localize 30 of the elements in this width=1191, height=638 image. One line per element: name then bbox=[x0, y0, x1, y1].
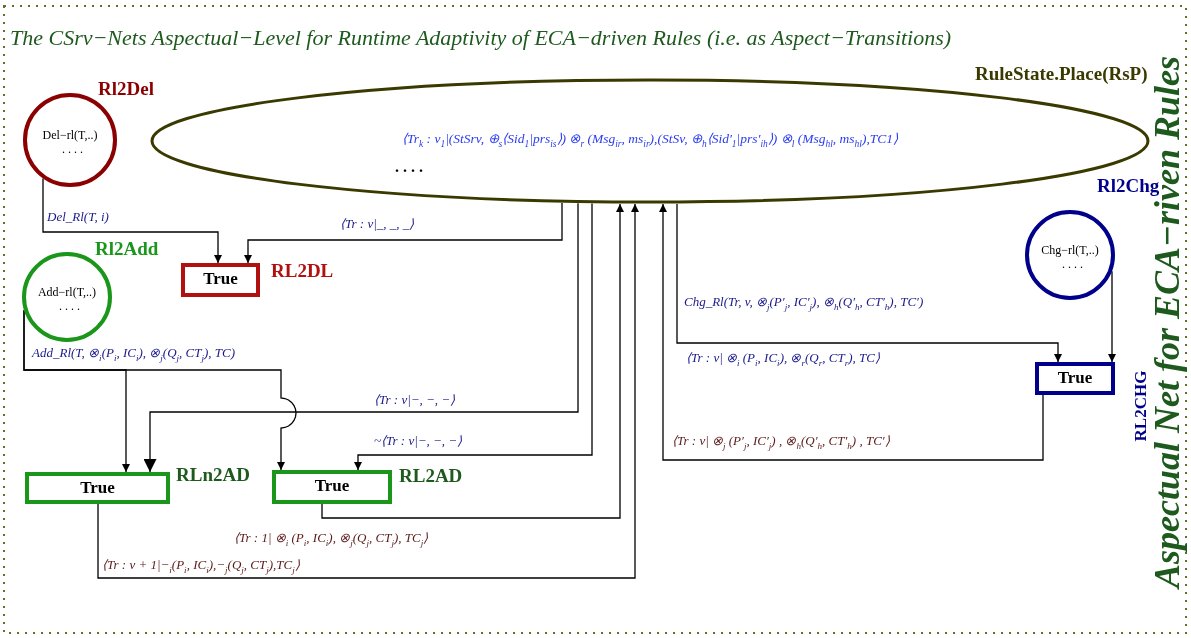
node-heading: RuleState.Place(RsP) bbox=[975, 63, 1148, 85]
arc-arrow bbox=[321, 203, 624, 519]
arc-arrow bbox=[143, 202, 579, 473]
node-heading: RLn2AD bbox=[176, 464, 250, 486]
arc-arrow bbox=[244, 202, 563, 264]
node-heading: Rl2Del bbox=[98, 78, 154, 100]
place-marking: ⟨Tr$_{k}$ : v$_{1}$|(StSrv, ⊕$_{s}$⟨Sid$_{1}$|prs$_{is}$⟩) ⊗$_{r}$ (Msg$_{ir}$, ms$_{ir}$),(StSv, ⊕$_{h}$⟨Sid′$_{1}$|prs′$_{ih}$⟩) ⊗$_{l}$ (Msg$_{hl}$, ms$_{hl}$),TC1⟩ bbox=[400, 130, 900, 149]
transition-guard: True bbox=[1056, 368, 1094, 388]
ellipsis: . . . . bbox=[1062, 257, 1083, 272]
ellipsis: . . . . bbox=[62, 142, 83, 157]
arc-arrow bbox=[659, 203, 1044, 461]
node-heading: RL2DL bbox=[271, 260, 334, 282]
arc-arrow bbox=[354, 202, 593, 471]
token-text: Add−rl(T,..) bbox=[36, 285, 98, 300]
token-text: Chg−rl(T,..) bbox=[1040, 243, 1100, 258]
arc-arrow bbox=[23, 309, 297, 471]
transition-guard: True bbox=[79, 478, 116, 498]
node-heading: RL2CHG bbox=[1131, 369, 1151, 444]
arc-arrow bbox=[676, 203, 1062, 363]
ellipsis: . . . . bbox=[395, 158, 423, 176]
arc-arrow bbox=[97, 203, 639, 579]
arc-arrow bbox=[42, 177, 222, 264]
node-heading: Rl2Add bbox=[95, 238, 159, 260]
node-heading: RL2AD bbox=[399, 465, 463, 487]
arc-arrow bbox=[1108, 270, 1116, 363]
token-text: Del−rl(T,..) bbox=[41, 128, 99, 143]
title: The CSrv−Nets Aspectual−Level for Runtime Adaptivity of ECA−driven Rules (i.e. as Aspect−Transitions) bbox=[10, 25, 952, 51]
transition-guard: True bbox=[313, 476, 351, 496]
transition-guard: True bbox=[202, 269, 239, 289]
ellipsis: . . . . bbox=[59, 299, 80, 314]
